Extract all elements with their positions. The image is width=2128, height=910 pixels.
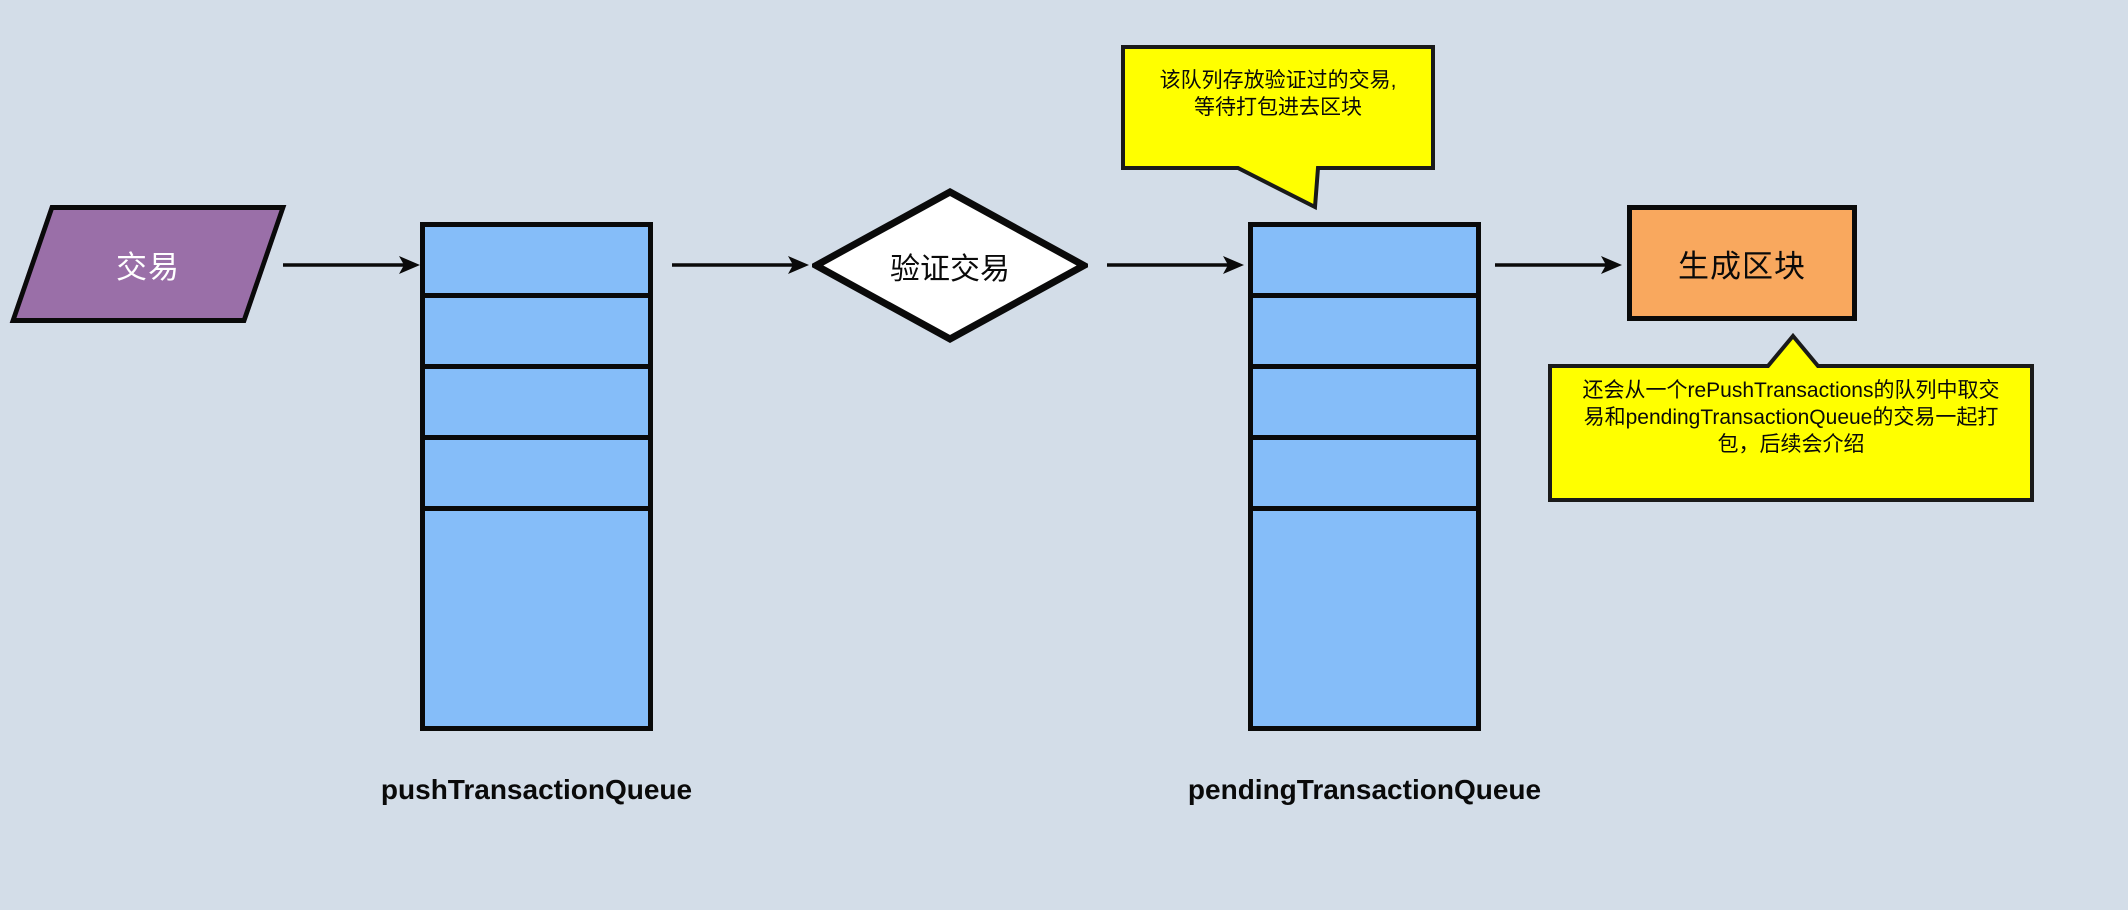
- pending-queue-caption: pendingTransactionQueue: [1187, 774, 1542, 805]
- queue-cell: [425, 227, 648, 298]
- queue-cell: [1253, 227, 1476, 298]
- transaction-input-node[interactable]: 交易: [9, 205, 287, 323]
- validate-transaction-label: 验证交易: [890, 252, 1010, 286]
- callout-line: 该队列存放验证过的交易,: [1159, 69, 1397, 92]
- queue-cell: [1253, 298, 1476, 369]
- generate-block-node[interactable]: 生成区块: [1627, 205, 1857, 321]
- queue-cell: [425, 440, 648, 511]
- arrow-push-queue-to-decision: [672, 250, 812, 280]
- callout-repush-text: 还会从一个rePushTransactions的队列中取交 易和pendingT…: [1558, 374, 2024, 463]
- arrow-decision-to-pending-queue: [1107, 250, 1247, 280]
- queue-cell: [1253, 511, 1476, 726]
- callout-pending-queue[interactable]: 该队列存放验证过的交易, 等待打包进去区块: [1118, 42, 1438, 212]
- push-queue-stack: [420, 222, 653, 731]
- validate-transaction-node[interactable]: 验证交易: [812, 188, 1088, 343]
- arrow-pending-queue-to-output: [1495, 250, 1635, 280]
- queue-cell: [1253, 440, 1476, 511]
- callout-line: 易和pendingTransactionQueue的交易一起打: [1583, 405, 1999, 429]
- queue-cell: [425, 511, 648, 726]
- queue-cell: [425, 298, 648, 369]
- callout-line: 等待打包进去区块: [1194, 95, 1362, 119]
- queue-cell: [425, 369, 648, 440]
- arrow-input-to-push-queue: [283, 250, 423, 280]
- push-queue-caption: pushTransactionQueue: [380, 774, 693, 805]
- transaction-input-label: 交易: [116, 249, 180, 285]
- callout-line: 还会从一个rePushTransactions的队列中取交: [1582, 379, 2000, 402]
- push-transaction-queue-node[interactable]: pushTransactionQueue: [381, 222, 692, 805]
- callout-repush-transactions[interactable]: 还会从一个rePushTransactions的队列中取交 易和pendingT…: [1546, 332, 2036, 504]
- generate-block-label: 生成区块: [1678, 248, 1806, 284]
- pending-transaction-queue-node[interactable]: pendingTransactionQueue: [1188, 222, 1541, 805]
- callout-line: 包，后续会介绍: [1717, 432, 1865, 456]
- pending-queue-stack: [1248, 222, 1481, 731]
- callout-pending-queue-text: 该队列存放验证过的交易, 等待打包进去区块: [1132, 62, 1424, 128]
- queue-cell: [1253, 369, 1476, 440]
